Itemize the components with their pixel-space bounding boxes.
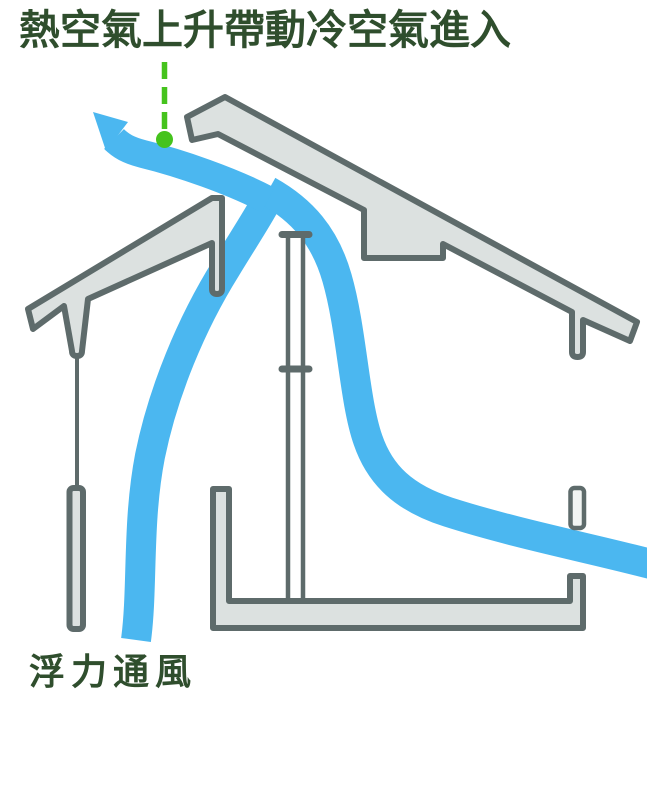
bottom-caption: 浮力通風	[29, 652, 198, 692]
interior-column	[278, 231, 313, 600]
main-roof	[184, 94, 640, 360]
exhaust-arrowhead-icon	[93, 112, 128, 151]
exhaust-flow	[104, 128, 275, 213]
top-caption: 熱空氣上升帶動冷空氣進入	[19, 7, 511, 53]
porch-roof	[25, 195, 225, 359]
left-wall-panel	[66, 485, 86, 632]
callout-dot-icon	[156, 131, 173, 148]
airflow-streams	[93, 112, 647, 642]
house-structure	[25, 94, 640, 632]
callout-pointer	[156, 62, 173, 148]
right-wall-stub	[568, 485, 587, 531]
cool-air-inlet-flow	[260, 177, 647, 579]
warm-air-rising-flow	[121, 194, 280, 642]
floor-slab	[210, 486, 586, 631]
